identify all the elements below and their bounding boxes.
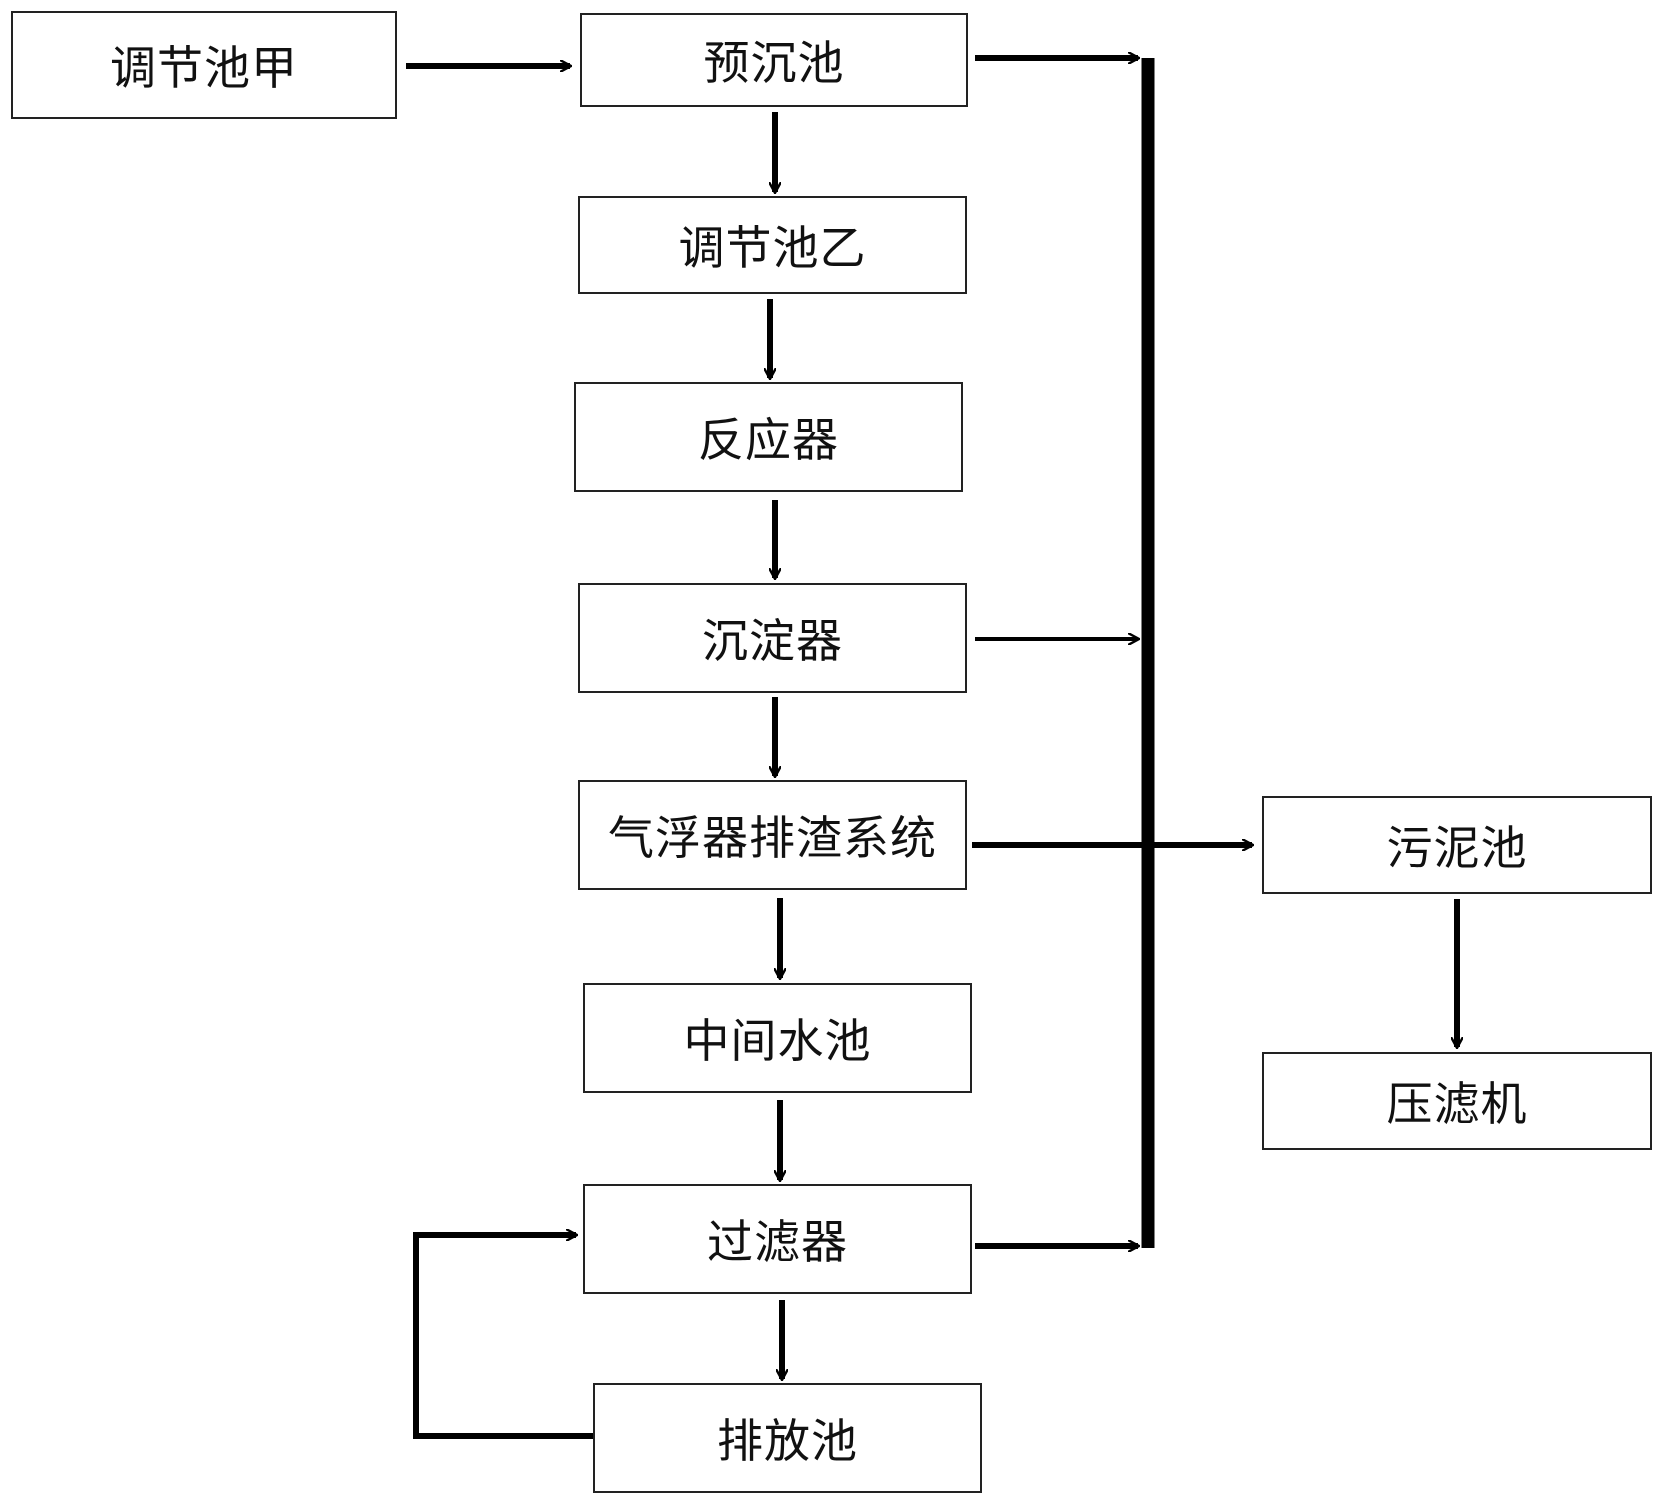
node-label: 调节池乙 <box>678 221 867 275</box>
node-pai-fang-chi: 排放池 <box>593 1383 982 1493</box>
node-label: 中间水池 <box>683 1014 872 1068</box>
node-tiao-jie-chi-yi: 调节池乙 <box>578 196 967 294</box>
node-chen-dian-qi: 沉淀器 <box>578 583 967 693</box>
node-tiao-jie-chi-jia: 调节池甲 <box>11 11 397 119</box>
node-zhong-jian-shui-chi: 中间水池 <box>583 983 972 1093</box>
node-label: 压滤机 <box>1386 1077 1528 1131</box>
node-label: 气浮器排渣系统 <box>608 811 937 865</box>
node-fan-ying-qi: 反应器 <box>574 382 963 492</box>
node-label: 反应器 <box>698 413 839 467</box>
node-label: 沉淀器 <box>702 614 843 668</box>
node-label: 预沉池 <box>703 36 845 90</box>
node-guo-lv-qi: 过滤器 <box>583 1184 972 1294</box>
node-qi-fu-qi-pai-zha-xi-tong: 气浮器排渣系统 <box>578 780 967 890</box>
node-label: 调节池甲 <box>110 41 298 95</box>
node-label: 排放池 <box>717 1414 858 1468</box>
node-label: 过滤器 <box>707 1215 848 1269</box>
node-wu-ni-chi: 污泥池 <box>1262 796 1652 894</box>
arrow-paifang-loop-to-guolv <box>413 1235 593 1439</box>
node-yu-chen-chi: 预沉池 <box>580 13 968 107</box>
node-ya-lv-ji: 压滤机 <box>1262 1052 1652 1150</box>
node-label: 污泥池 <box>1386 821 1528 875</box>
